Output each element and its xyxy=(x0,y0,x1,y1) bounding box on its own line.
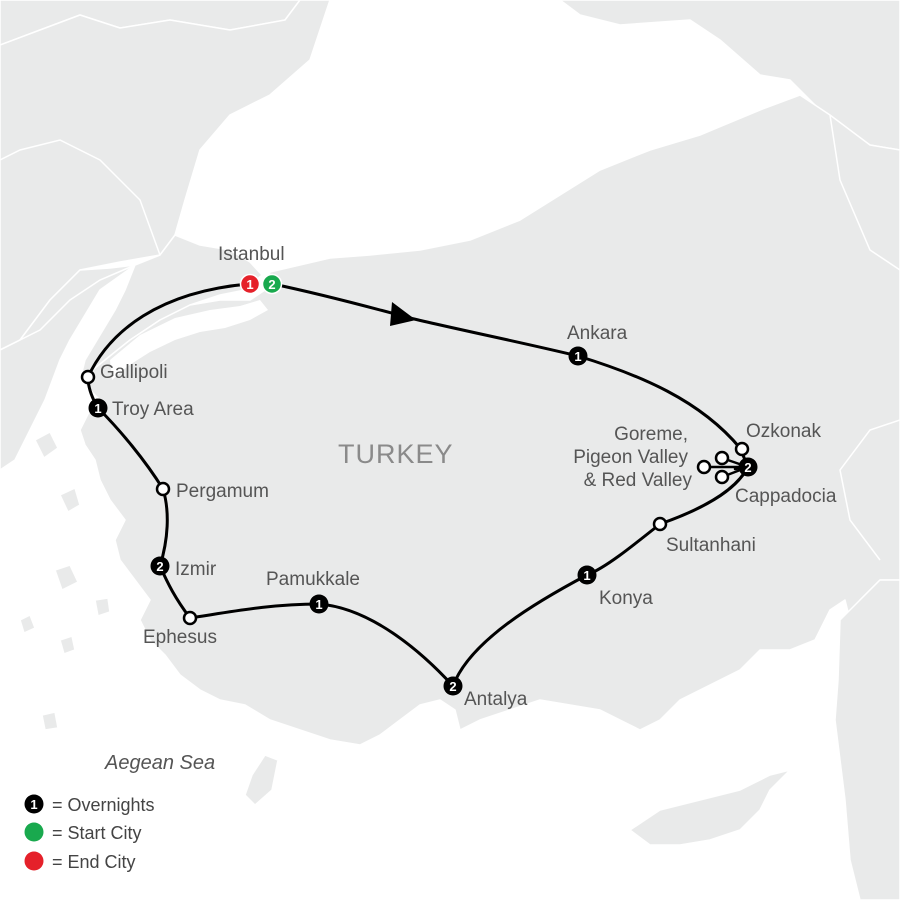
aegean-island xyxy=(54,564,79,591)
label-istanbul: Istanbul xyxy=(218,244,285,265)
legend: 1 = Overnights = Start City = End City xyxy=(24,794,155,872)
stop-marker-red-valley xyxy=(714,469,730,485)
stop-marker-ephesus xyxy=(182,610,198,626)
label-gallipoli: Gallipoli xyxy=(100,362,168,383)
route-ankara-ozkonak xyxy=(576,354,742,450)
overnight-marker-konya: 1 xyxy=(577,565,597,585)
greece-land xyxy=(0,264,136,471)
stop-marker-sultanhani xyxy=(652,516,668,532)
legend-start-city: = Start City xyxy=(24,822,142,843)
label-goreme-line1: Goreme, xyxy=(614,424,688,445)
svg-text:= End City: = End City xyxy=(52,852,136,872)
svg-text:1: 1 xyxy=(246,277,253,292)
label-sea: Aegean Sea xyxy=(104,752,215,774)
overnight-marker-pamukkale: 1 xyxy=(309,594,329,614)
legend-end-city: = End City xyxy=(24,851,136,872)
route-gallipoli-istanbul xyxy=(86,282,250,379)
label-country: TURKEY xyxy=(338,439,454,469)
aegean-island xyxy=(59,487,81,513)
svg-text:2: 2 xyxy=(449,679,456,694)
route-pergamum-troy xyxy=(96,406,165,491)
overnight-marker-ankara: 1 xyxy=(568,346,588,366)
legend-overnights: 1 = Overnights xyxy=(24,794,155,815)
svg-text:= Start City: = Start City xyxy=(52,823,142,843)
svg-text:1: 1 xyxy=(315,597,322,612)
route-direction-arrow xyxy=(390,302,416,326)
svg-text:2: 2 xyxy=(268,277,275,292)
label-goreme-line3: & Red Valley xyxy=(584,470,693,491)
label-goreme-line2: Pigeon Valley xyxy=(573,447,688,468)
stop-marker-goreme xyxy=(696,459,712,475)
label-antalya: Antalya xyxy=(464,689,528,710)
country-borders xyxy=(0,114,900,561)
svg-text:2: 2 xyxy=(744,460,751,475)
overnight-markers: 1 2 1 2 1 2 1 1 xyxy=(88,273,758,696)
start-city-marker-istanbul: 2 xyxy=(261,273,283,295)
stop-marker-pigeon-valley xyxy=(714,450,730,466)
overnight-marker-cappadocia: 2 xyxy=(738,457,758,477)
label-ozkonak: Ozkonak xyxy=(746,421,821,442)
svg-text:1: 1 xyxy=(94,401,101,416)
route-antalya-pamukkale xyxy=(317,602,455,688)
overnight-marker-antalya: 2 xyxy=(443,676,463,696)
anatolia-land xyxy=(79,94,900,746)
label-pamukkale: Pamukkale xyxy=(266,569,360,590)
aegean-island xyxy=(19,614,36,634)
svg-text:1: 1 xyxy=(30,797,37,812)
label-troy: Troy Area xyxy=(112,399,194,420)
route-pamukkale-ephesus xyxy=(188,602,321,620)
label-izmir: Izmir xyxy=(175,559,217,580)
stop-marker-pergamum xyxy=(155,481,171,497)
aegean-island xyxy=(244,754,279,806)
crimea-land xyxy=(559,0,900,151)
cyprus-island xyxy=(629,769,791,846)
aegean-island xyxy=(41,711,59,731)
label-konya: Konya xyxy=(599,588,653,609)
marmara-sea xyxy=(110,300,268,380)
svg-text:1: 1 xyxy=(574,349,581,364)
stop-marker-gallipoli xyxy=(80,369,96,385)
aegean-island xyxy=(94,597,111,617)
svg-text:2: 2 xyxy=(156,559,163,574)
route-konya-antalya xyxy=(451,573,589,688)
label-cappadocia: Cappadocia xyxy=(735,486,837,507)
aegean-island xyxy=(59,635,76,655)
label-ephesus: Ephesus xyxy=(143,627,217,648)
levant-land xyxy=(834,579,900,900)
svg-text:= Overnights: = Overnights xyxy=(52,795,155,815)
overnight-marker-troy: 1 xyxy=(88,398,108,418)
city-labels: Istanbul Gallipoli Troy Area Pergamum Iz… xyxy=(100,244,837,774)
aegean-island xyxy=(34,431,59,459)
end-city-marker-istanbul: 1 xyxy=(239,273,261,295)
svg-text:1: 1 xyxy=(583,568,590,583)
stop-markers xyxy=(80,369,750,626)
stop-marker-ozkonak xyxy=(734,441,750,457)
label-sultanhani: Sultanhani xyxy=(666,535,756,556)
label-pergamum: Pergamum xyxy=(176,481,269,502)
label-ankara: Ankara xyxy=(567,323,628,344)
overnight-marker-izmir: 2 xyxy=(150,556,170,576)
